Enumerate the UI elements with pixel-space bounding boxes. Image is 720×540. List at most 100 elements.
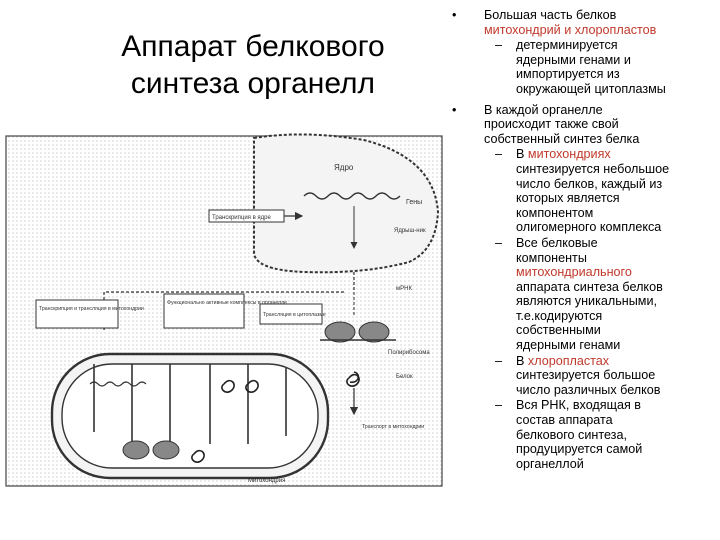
text-segment: являются уникальными, (516, 294, 657, 309)
text-segment: продуцируется самой (516, 442, 643, 457)
text-line: Вся РНК, входящая в (516, 398, 716, 413)
text-line: детерминируется (516, 38, 716, 53)
text-segment: В каждой органелле (484, 102, 603, 117)
text-line: В хлоропластах (516, 354, 716, 369)
text-line: продуцируется самой (516, 442, 716, 457)
sub-bullet-marker: – (495, 147, 503, 162)
text-segment: окружающей цитоплазмы (516, 81, 666, 96)
bullet-marker: • (452, 8, 457, 22)
text-segment: происходит также свой (484, 117, 619, 132)
text-line: Все белковые (516, 236, 716, 251)
text-segment: которых является (516, 191, 620, 206)
nucleus-label: Ядро (334, 163, 354, 172)
text-segment: импортируется из (516, 67, 620, 82)
text-line: компоненты (516, 251, 716, 266)
genes-label: Гены (406, 199, 422, 206)
text-segment: т.е.кодируются (516, 308, 603, 323)
transcription-mito-box: Транскрипция и трансляция в митохондрии (35, 299, 144, 329)
text-line: т.е.кодируются (516, 309, 716, 324)
text-line: число белков, каждый из (516, 177, 716, 192)
text-segment: белкового синтеза, (516, 427, 627, 442)
text-segment: синтезируется большое (516, 368, 656, 383)
polyribosome: Полирибосома (320, 321, 430, 356)
slide-title: Аппарат белкового синтеза органелл (88, 28, 418, 102)
text-segment: ядерными генами и (516, 52, 631, 67)
text-line: В митохондриях (516, 147, 716, 162)
text-segment: состав аппарата (516, 413, 613, 428)
text-segment: Вся РНК, входящая в (516, 398, 641, 413)
bullet-marker: • (452, 102, 457, 117)
text-line: аппарата синтеза белков (516, 280, 716, 295)
text-line: компонентом (516, 206, 716, 221)
text-segment: детерминируется (516, 38, 618, 53)
text-line: собственными (516, 323, 716, 338)
svg-text:Функционально активные комплек: Функционально активные комплексы в орган… (167, 300, 287, 306)
sub-bullet-marker: – (495, 353, 503, 368)
highlight-term: митохондрий и хлоропластов (484, 22, 657, 37)
text-segment: органеллой (516, 456, 584, 471)
text-segment: аппарата синтеза белков (516, 279, 663, 294)
title-line-1: Аппарат белкового (121, 30, 385, 63)
highlight-term: митохондриях (527, 147, 611, 162)
mitochondrion-label: Митохондрия (248, 478, 285, 484)
text-segment: В (516, 353, 528, 368)
text-line: происходит также свой (484, 117, 716, 132)
text-line: ядерными генами (516, 338, 716, 353)
text-line: олигомерного комплекса (516, 220, 716, 235)
text-segment: Все белковые (516, 235, 598, 250)
text-segment: число белков, каждый из (516, 176, 663, 191)
svg-text:Транскрипция и трансляция в ми: Транскрипция и трансляция в митохондрии (39, 306, 144, 312)
functional-units-box: Функционально активные комплексы в орган… (163, 293, 287, 329)
text-segment: олигомерного комплекса (516, 220, 662, 235)
protein: Белок Транспорт в митохондрии (346, 371, 424, 430)
text-segment: ядерными генами (516, 338, 621, 353)
svg-text:Трансляция в цитоплазме: Трансляция в цитоплазме (263, 312, 326, 318)
text-line: окружающей цитоплазмы (516, 82, 716, 97)
text-line: состав аппарата (516, 413, 716, 428)
organelle-protein-synthesis-diagram: Ядро Гены Ядрыш-ник Транскрипция в ядре … (5, 133, 443, 487)
text-line: митохондриального (516, 265, 716, 280)
text-segment: компоненты (516, 250, 587, 265)
text-segment: Большая часть белков (484, 8, 617, 22)
mrna-label: мРНК (396, 286, 412, 292)
text-segment: синтезируется небольшое (516, 161, 670, 176)
polyribosome-label: Полирибосома (388, 350, 430, 356)
text-line: митохондрий и хлоропластов (484, 23, 716, 38)
transcription-nucleus-box: Транскрипция в ядре (208, 209, 304, 223)
text-line: синтезируется небольшое (516, 162, 716, 177)
protein-label: Белок (396, 374, 413, 380)
text-segment: собственными (516, 323, 601, 338)
text-line: органеллой (516, 457, 716, 472)
text-line: синтезируется большое (516, 368, 716, 383)
svg-text:Транскрипция в ядре: Транскрипция в ядре (212, 215, 272, 221)
translation-cytoplasm-box: Трансляция в цитоплазме (259, 303, 326, 325)
text-segment: собственный синтез белка (484, 131, 640, 146)
text-segment: компонентом (516, 205, 594, 220)
text-line: В каждой органелле (484, 103, 716, 118)
highlight-term: хлоропластах (527, 353, 610, 368)
nucleolus-label: Ядрыш-ник (394, 228, 426, 234)
highlight-term: митохондриального (516, 265, 632, 280)
sub-bullet-marker: – (495, 235, 503, 250)
text-line: ядерными генами и (516, 53, 716, 68)
title-line-2: синтеза органелл (130, 67, 376, 100)
text-segment: В (516, 147, 528, 162)
sub-bullet-marker: – (495, 38, 503, 53)
nucleus: Ядро Гены Ядрыш-ник (253, 133, 440, 292)
text-line: которых является (516, 191, 716, 206)
mitochondrion: Митохондрия (50, 352, 330, 484)
text-line: импортируется из (516, 67, 716, 82)
text-line: являются уникальными, (516, 294, 716, 309)
text-line: число различных белков (516, 383, 716, 398)
sub-bullet-marker: – (495, 398, 503, 413)
text-line: Большая часть белков (484, 8, 716, 23)
text-segment: число различных белков (516, 382, 661, 397)
